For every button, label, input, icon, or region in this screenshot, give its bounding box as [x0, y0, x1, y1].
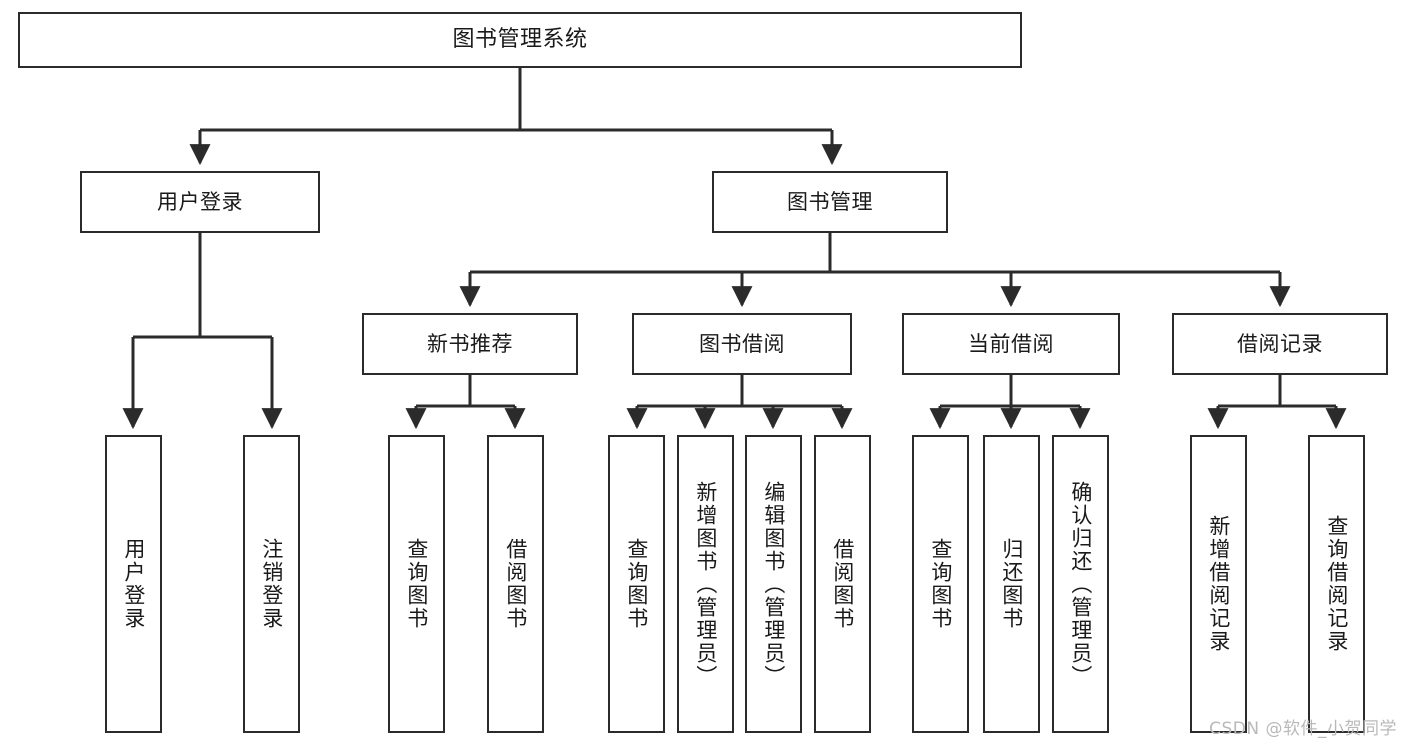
node-leaf-borrow-book-recommend[interactable]: 借阅图书	[487, 435, 544, 733]
edge-br-bus	[1218, 375, 1336, 408]
node-leaf-borrow-book-recommend-label: 借阅图书	[503, 538, 528, 630]
node-book-borrow-label: 图书借阅	[699, 331, 785, 356]
node-leaf-confirm-return-admin[interactable]: 确认归还（管理员）	[1052, 435, 1109, 733]
node-leaf-query-book-borrow-label: 查询图书	[624, 538, 649, 630]
node-leaf-query-borrow-record[interactable]: 查询借阅记录	[1308, 435, 1365, 733]
node-leaf-add-borrow-record[interactable]: 新增借阅记录	[1190, 435, 1247, 733]
node-book-management[interactable]: 图书管理	[712, 171, 948, 233]
node-leaf-user-login[interactable]: 用户登录	[105, 435, 162, 733]
node-current-borrow[interactable]: 当前借阅	[902, 313, 1120, 375]
edge-ul-bus	[133, 233, 272, 339]
node-book-management-label: 图书管理	[787, 189, 873, 214]
node-root-label: 图书管理系统	[452, 27, 588, 53]
node-user-login-label: 用户登录	[157, 189, 243, 214]
node-leaf-user-login-label: 用户登录	[121, 538, 146, 630]
node-leaf-user-logout[interactable]: 注销登录	[243, 435, 300, 733]
node-leaf-borrow-book[interactable]: 借阅图书	[814, 435, 871, 733]
edge-bb-bus	[637, 375, 842, 408]
node-leaf-user-logout-label: 注销登录	[259, 538, 284, 630]
node-leaf-add-book-admin-label: 新增图书（管理员）	[693, 480, 718, 688]
node-leaf-query-book-borrow[interactable]: 查询图书	[608, 435, 665, 733]
node-leaf-borrow-book-label: 借阅图书	[830, 538, 855, 630]
node-root[interactable]: 图书管理系统	[18, 12, 1022, 68]
node-leaf-add-book-admin[interactable]: 新增图书（管理员）	[677, 435, 734, 733]
node-new-book-recommend[interactable]: 新书推荐	[362, 313, 578, 375]
node-leaf-query-borrow-record-label: 查询借阅记录	[1324, 515, 1349, 653]
node-leaf-query-book-recommend-label: 查询图书	[404, 538, 429, 630]
node-current-borrow-label: 当前借阅	[968, 331, 1054, 356]
node-borrow-record-label: 借阅记录	[1237, 331, 1323, 356]
edge-cb-bus	[940, 375, 1080, 408]
watermark: CSDN @软件_小贺同学	[1209, 719, 1397, 739]
node-leaf-add-borrow-record-label: 新增借阅记录	[1206, 515, 1231, 653]
node-leaf-confirm-return-admin-label: 确认归还（管理员）	[1068, 480, 1093, 688]
node-new-book-recommend-label: 新书推荐	[427, 331, 513, 356]
node-leaf-query-book-current[interactable]: 查询图书	[912, 435, 969, 733]
node-borrow-record[interactable]: 借阅记录	[1172, 313, 1388, 375]
node-leaf-query-book-recommend[interactable]: 查询图书	[388, 435, 445, 733]
edge-bm-bus	[470, 233, 1280, 274]
node-leaf-return-book-label: 归还图书	[999, 538, 1024, 630]
node-leaf-edit-book-admin-label: 编辑图书（管理员）	[761, 480, 786, 688]
node-leaf-return-book[interactable]: 归还图书	[983, 435, 1040, 733]
node-leaf-edit-book-admin[interactable]: 编辑图书（管理员）	[745, 435, 802, 733]
node-leaf-query-book-current-label: 查询图书	[928, 538, 953, 630]
edge-nbr-bus	[416, 375, 515, 408]
edge-root-to-user-login	[200, 68, 832, 163]
node-user-login[interactable]: 用户登录	[80, 171, 320, 233]
node-book-borrow[interactable]: 图书借阅	[632, 313, 852, 375]
